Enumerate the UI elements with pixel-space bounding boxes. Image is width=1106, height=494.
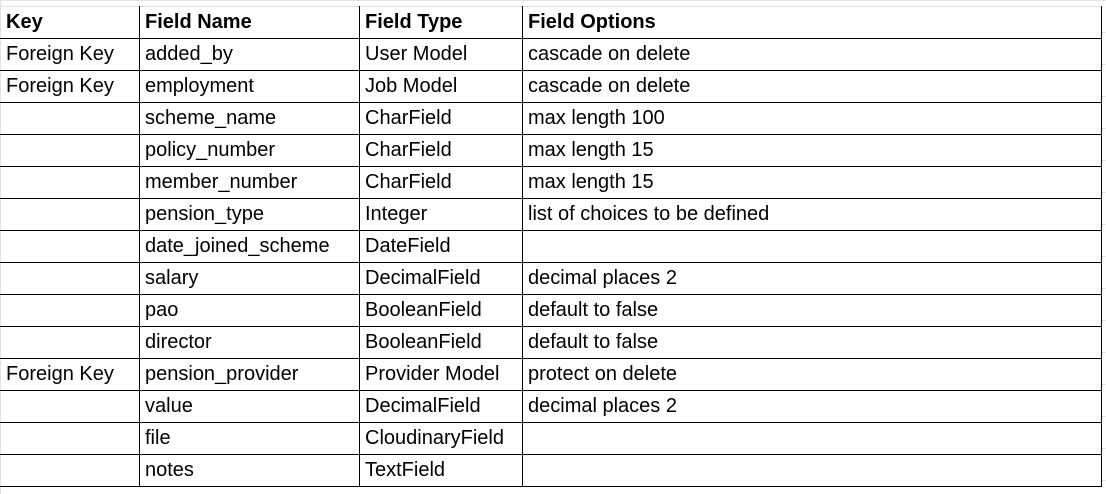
cell-field-type[interactable]: User Model (359, 38, 523, 71)
header-field-options[interactable]: Field Options (522, 6, 1102, 39)
cell-field-options[interactable]: protect on delete (522, 358, 1102, 391)
cell-field-name[interactable]: pension_provider (139, 358, 360, 391)
cell-key[interactable] (0, 294, 140, 327)
cell-key[interactable] (0, 230, 140, 263)
cell-field-type[interactable]: TextField (359, 454, 523, 487)
cell-key[interactable] (0, 326, 140, 359)
cell-field-name[interactable]: employment (139, 70, 360, 103)
header-field-name[interactable]: Field Name (139, 6, 360, 39)
cell-field-name[interactable]: policy_number (139, 134, 360, 167)
cell-field-options[interactable]: max length 100 (522, 102, 1102, 135)
cell-field-options[interactable]: max length 15 (522, 166, 1102, 199)
cell-field-name[interactable]: notes (139, 454, 360, 487)
cell-field-type[interactable]: Provider Model (359, 358, 523, 391)
cell-field-type[interactable]: DecimalField (359, 262, 523, 295)
cell-field-options[interactable]: decimal places 2 (522, 390, 1102, 423)
cell-field-options[interactable]: cascade on delete (522, 70, 1102, 103)
cell-key[interactable] (0, 134, 140, 167)
cell-field-name[interactable]: file (139, 422, 360, 455)
cell-field-name[interactable]: pao (139, 294, 360, 327)
cell-field-name[interactable]: scheme_name (139, 102, 360, 135)
cell-field-type[interactable]: Job Model (359, 70, 523, 103)
model-fields-table: Key Field Name Field Type Field Options … (0, 6, 1102, 487)
cell-field-name[interactable]: salary (139, 262, 360, 295)
cell-field-type[interactable]: BooleanField (359, 326, 523, 359)
cell-field-name[interactable]: pension_type (139, 198, 360, 231)
cell-field-name[interactable]: value (139, 390, 360, 423)
cell-field-options[interactable] (522, 230, 1102, 263)
cell-field-name[interactable]: director (139, 326, 360, 359)
cell-field-type[interactable]: CloudinaryField (359, 422, 523, 455)
header-field-type[interactable]: Field Type (359, 6, 523, 39)
cell-key[interactable] (0, 422, 140, 455)
cell-field-options[interactable]: list of choices to be defined (522, 198, 1102, 231)
cell-field-name[interactable]: date_joined_scheme (139, 230, 360, 263)
cell-key[interactable] (0, 262, 140, 295)
cell-field-options[interactable]: cascade on delete (522, 38, 1102, 71)
cell-key[interactable] (0, 102, 140, 135)
cell-field-name[interactable]: member_number (139, 166, 360, 199)
header-key[interactable]: Key (0, 6, 140, 39)
cell-field-options[interactable]: default to false (522, 326, 1102, 359)
header-row: Key Field Name Field Type Field Options (0, 6, 1102, 39)
cell-key[interactable]: Foreign Key (0, 358, 140, 391)
cell-field-type[interactable]: DecimalField (359, 390, 523, 423)
cell-key[interactable]: Foreign Key (0, 70, 140, 103)
cell-field-type[interactable]: CharField (359, 166, 523, 199)
cell-field-options[interactable] (522, 454, 1102, 487)
cell-field-options[interactable]: default to false (522, 294, 1102, 327)
cell-key[interactable] (0, 166, 140, 199)
cell-field-type[interactable]: DateField (359, 230, 523, 263)
cell-key[interactable] (0, 390, 140, 423)
cell-field-type[interactable]: CharField (359, 134, 523, 167)
cell-key[interactable]: Foreign Key (0, 38, 140, 71)
cell-field-type[interactable]: BooleanField (359, 294, 523, 327)
cell-field-type[interactable]: Integer (359, 198, 523, 231)
cell-field-options[interactable]: decimal places 2 (522, 262, 1102, 295)
cell-field-type[interactable]: CharField (359, 102, 523, 135)
cell-key[interactable] (0, 454, 140, 487)
cell-field-name[interactable]: added_by (139, 38, 360, 71)
cell-field-options[interactable]: max length 15 (522, 134, 1102, 167)
cell-key[interactable] (0, 198, 140, 231)
cell-field-options[interactable] (522, 422, 1102, 455)
